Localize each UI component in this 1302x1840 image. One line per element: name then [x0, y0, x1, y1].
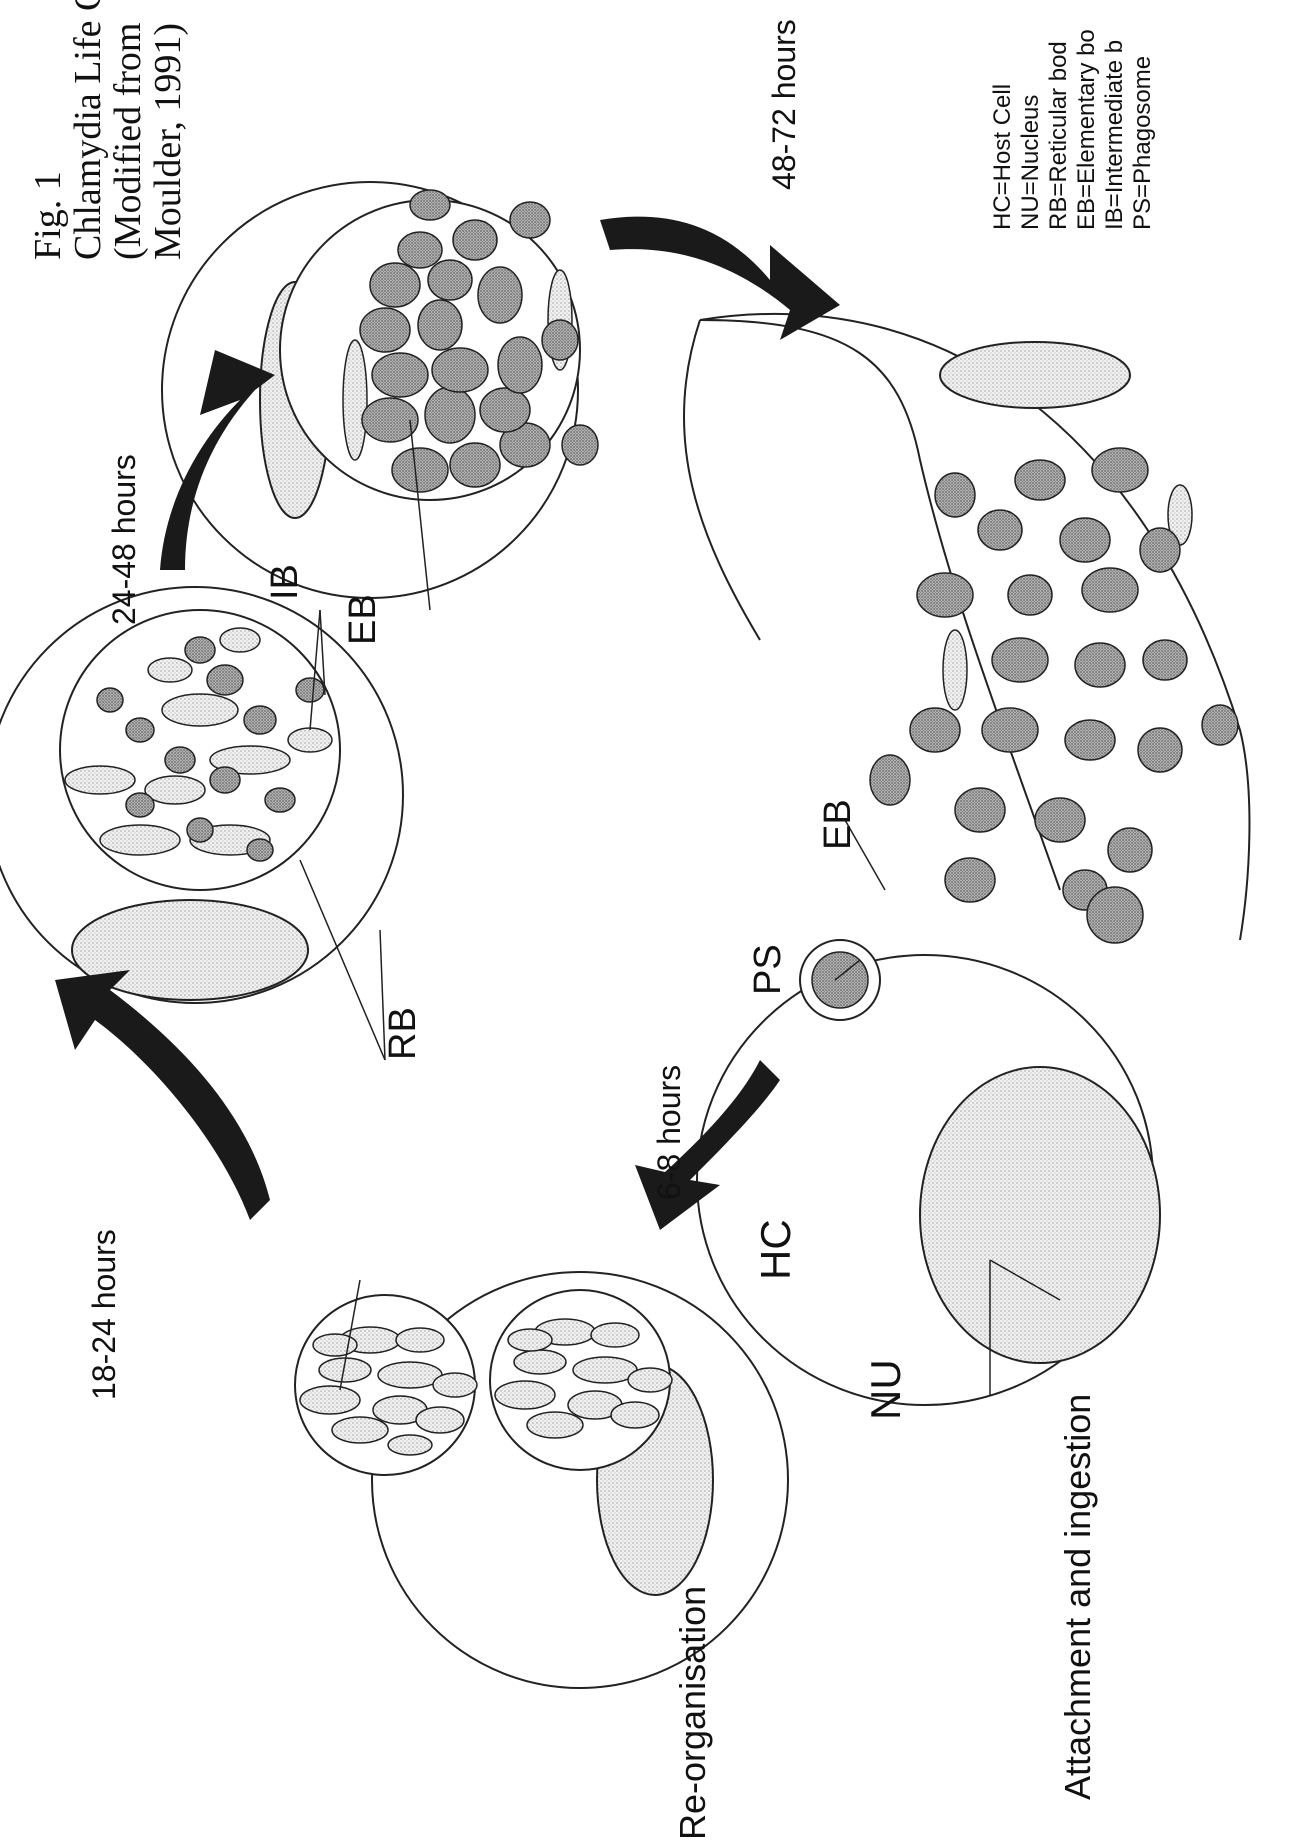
- figure-caption-line2: (Modified from: [107, 23, 149, 260]
- label-NU: NU: [862, 1359, 909, 1420]
- cell-two-inclusions: [295, 1272, 788, 1688]
- label-EB-released: EB: [817, 799, 859, 850]
- legend-hc: HC=Host Cell: [989, 84, 1016, 230]
- label-IB: IB: [264, 564, 306, 600]
- legend-ib: IB=Intermediate b: [1101, 40, 1128, 230]
- arrow-48-72: [600, 217, 840, 340]
- time-label-48-72: 48-72 hours: [766, 19, 802, 190]
- cell-release: [684, 314, 1250, 940]
- legend-nu: NU=Nucleus: [1017, 95, 1044, 230]
- label-PS: PS: [747, 944, 789, 995]
- figure-caption-line3: Moulder, 1991): [147, 23, 189, 260]
- time-label-18-24: 18-24 hours: [86, 1229, 122, 1400]
- legend-eb: EB=Elementary bo: [1073, 29, 1100, 230]
- legend-ps: PS=Phagosome: [1129, 56, 1156, 230]
- time-label-24-48: 24-48 hours: [106, 454, 142, 625]
- cell-rb-ib-eb: [0, 587, 403, 1003]
- stage-attachment: Attachment and ingestion: [1057, 1394, 1098, 1800]
- label-RB: RB: [382, 1007, 424, 1060]
- label-EB: EB: [342, 594, 384, 645]
- figure-caption-line1: Chlamydia Life C: [67, 0, 109, 260]
- time-label-6-8: 6-8 hours: [651, 1065, 687, 1200]
- figure-number: Fig. 1: [27, 171, 69, 260]
- arrow-18-24: [55, 970, 270, 1220]
- legend-rb: RB=Reticular bod: [1045, 41, 1072, 230]
- stage-reorganisation: Re-organisation: [672, 1586, 713, 1840]
- legend: HC=Host Cell NU=Nucleus RB=Reticular bod…: [989, 29, 1156, 230]
- label-HC: HC: [752, 1219, 799, 1280]
